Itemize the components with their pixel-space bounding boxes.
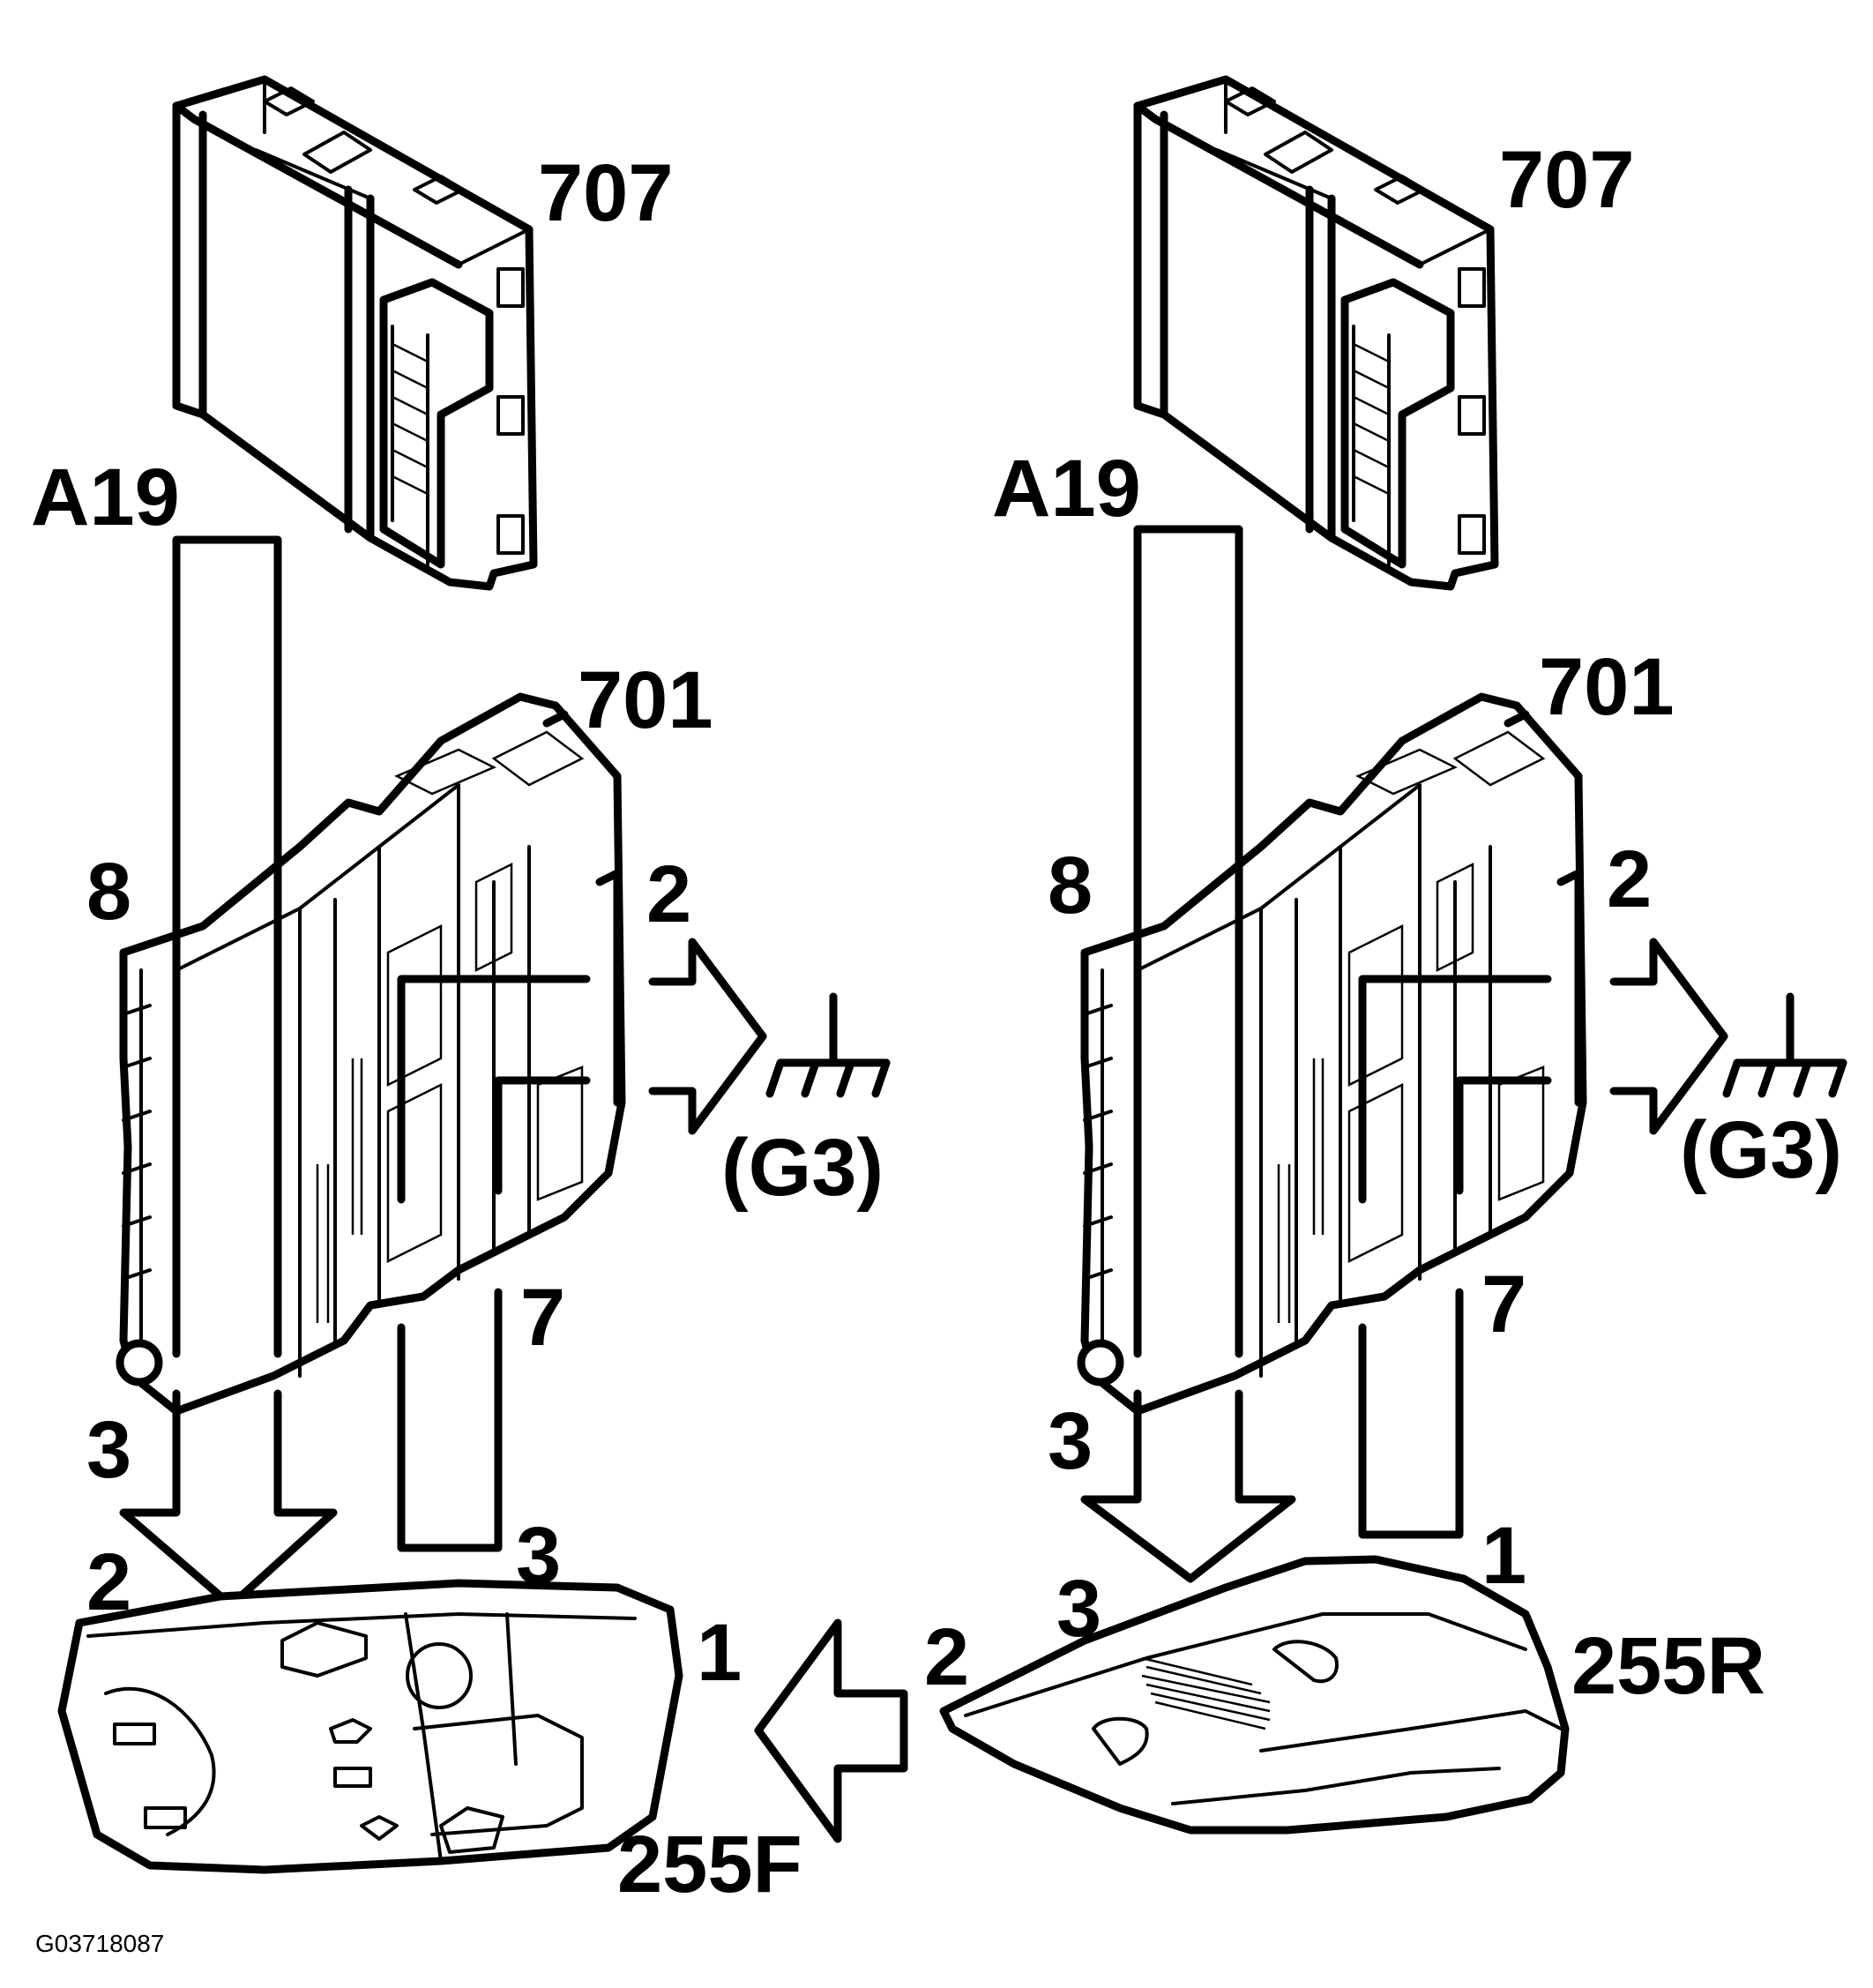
left-module-label: 707 [538, 148, 674, 238]
wire-701-pin7-left [397, 975, 591, 1204]
left-line-label: A19 [31, 452, 180, 542]
left-pin-7-label: 7 [520, 1273, 565, 1363]
right-junction-label: 701 [1539, 642, 1675, 732]
right-pin-2b-label: 2 [924, 1612, 969, 1702]
left-pin-8-label: 8 [86, 847, 131, 937]
right-pin-1-label: 1 [1481, 1511, 1526, 1601]
wire-loop-pin7-left [397, 1288, 503, 1552]
down-arrow-right [1080, 1389, 1296, 1583]
wire-a19-right [1133, 525, 1243, 1358]
right-line-label: A19 [992, 444, 1141, 534]
hollow-arrow-left [754, 1618, 908, 1843]
right-pin-8-label: 8 [1048, 841, 1093, 930]
wire-701-inner-left [494, 1076, 591, 1195]
down-arrow-left [119, 1389, 338, 1610]
left-lamp-label: 255F [617, 1820, 802, 1910]
rear-courtesy-lamp-icon [939, 1555, 1570, 1835]
left-junction-label: 701 [578, 655, 713, 745]
ground-icon [770, 997, 886, 1094]
left-pin-1-label: 1 [697, 1608, 742, 1698]
right-pin-7-label: 7 [1481, 1259, 1526, 1349]
ground-arrow-right [1609, 938, 1728, 1135]
right-lamp-label: 255R [1571, 1621, 1765, 1711]
left-ground-label: (G3) [721, 1123, 884, 1213]
left-pin-3a-label: 3 [86, 1405, 131, 1495]
wire-loop-pin7-right [1358, 1288, 1464, 1539]
wire-a19-left [172, 535, 282, 1358]
right-pin-2-label: 2 [1607, 834, 1652, 924]
right-module-label: 707 [1499, 135, 1635, 225]
left-pin-3b-label: 3 [516, 1511, 561, 1601]
right-pin-3a-label: 3 [1048, 1396, 1093, 1486]
left-pin-2-label: 2 [646, 849, 691, 939]
right-ground-label: (G3) [1680, 1105, 1842, 1195]
wire-701-inner-right [1455, 1076, 1552, 1195]
front-courtesy-lamp-icon [57, 1579, 683, 1874]
control-module-707-left [176, 79, 534, 587]
ground-arrow-left [648, 938, 767, 1135]
wire-701-pin7-right [1358, 975, 1552, 1204]
control-module-707-right [1138, 79, 1495, 587]
right-pin-3b-label: 3 [1056, 1564, 1101, 1654]
left-panel [57, 79, 908, 1874]
ground-icon [1727, 997, 1843, 1094]
left-pin-2b-label: 2 [86, 1537, 131, 1627]
figure-id: G03718087 [35, 1930, 164, 1957]
right-panel [939, 79, 1843, 1835]
